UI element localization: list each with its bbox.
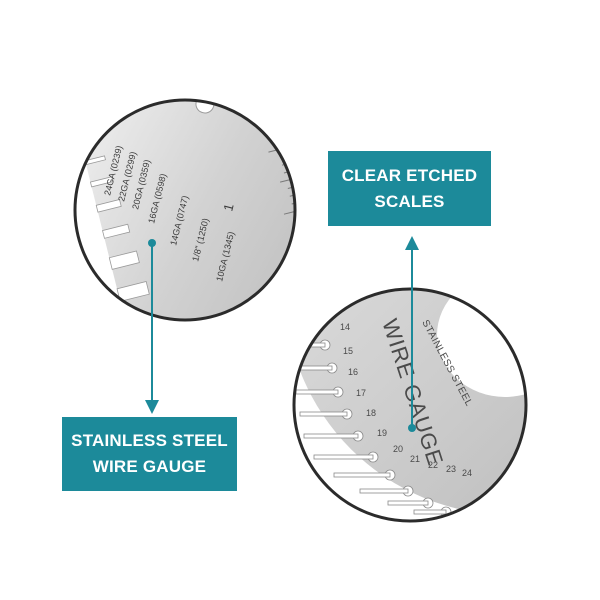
callout-line: STAINLESS STEEL xyxy=(71,431,228,450)
gauge-number: 20 xyxy=(393,444,403,454)
callout-clear-etched-scales: CLEAR ETCHED SCALES xyxy=(328,151,491,226)
gauge-number: 23 xyxy=(446,464,456,474)
gauge-number: 19 xyxy=(377,428,387,438)
gauge-number: 16 xyxy=(348,367,358,377)
gauge-number: 22 xyxy=(428,460,438,470)
gauge-number: 14 xyxy=(340,322,350,332)
gauge-number: 18 xyxy=(366,408,376,418)
scale-mark: 1 xyxy=(220,202,236,213)
callout-stainless-steel-wire-gauge: STAINLESS STEEL WIRE GAUGE xyxy=(62,417,237,491)
callout-line: SCALES xyxy=(374,191,445,211)
gauge-number: 15 xyxy=(343,346,353,356)
gauge-number: 21 xyxy=(410,454,420,464)
right-magnifier: WIRE GAUGE STAINLESS STEEL 14 15 16 17 1… xyxy=(292,287,528,523)
gauge-number: 17 xyxy=(356,388,366,398)
callout-line: WIRE GAUGE xyxy=(92,457,207,476)
callout-line: CLEAR ETCHED xyxy=(341,165,478,185)
left-magnifier: 24GA (0239) 22GA (0299) 20GA (0359) 16GA… xyxy=(73,98,297,322)
gauge-number: 24 xyxy=(462,468,472,478)
arrow-up-icon xyxy=(405,236,419,432)
arrow-down-icon xyxy=(145,239,159,414)
